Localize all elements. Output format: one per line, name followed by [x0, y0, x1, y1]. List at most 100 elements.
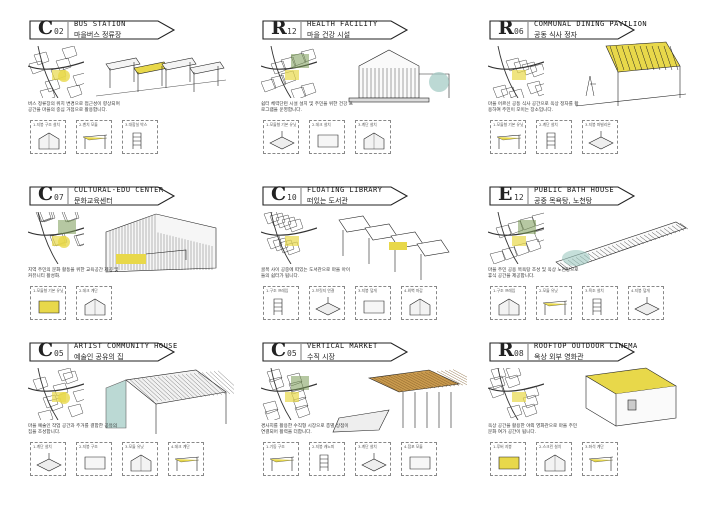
panel-description: 마을 예술인 작업 공간과 주거를 결합한 공유의 집을 조성합니다.: [28, 424, 118, 436]
panel-title-korean: 마을버스 정류장: [74, 31, 122, 39]
building-perspective-sketch: [546, 358, 694, 438]
panel-title-korean: 예술인 공유의 집: [74, 353, 124, 361]
panel-description: 경사지를 활용한 수직형 시장으로 층별 상점이 연결되어 활력을 더합니다.: [261, 424, 349, 436]
thumbnail-label: 1.모듈형 기본 유닛: [266, 122, 297, 127]
module-thumbnail: 2.계단 설치: [536, 120, 572, 154]
module-thumbnail: 3.대합실 박스: [122, 120, 158, 154]
module-thumbnail: 2.데크 설치: [309, 120, 345, 154]
project-code-number: 02: [54, 27, 64, 36]
module-thumbnail: 3.계단 설치: [355, 120, 391, 154]
module-thumbnail: 4.데크 계단: [168, 442, 204, 476]
module-thumbnail: 2.모듈 유닛: [536, 286, 572, 320]
building-perspective-sketch: [546, 36, 694, 116]
project-code-letter: R: [498, 339, 514, 361]
project-code-letter: R: [498, 17, 514, 39]
module-thumbnail: 3.지붕 파빌리온: [582, 120, 618, 154]
project-code-number: 12: [287, 27, 297, 36]
panel-title-korean: 문화교육센터: [74, 197, 113, 205]
panel-description: 쉼터 체력단련 시설 설치 및 주민을 위한 건강 프로그램을 운영합니다.: [261, 102, 353, 114]
module-thumbnail: 1.기둥 구조: [263, 442, 299, 476]
panel-title-english: ROOFTOP OUTDOOR CINEMA: [534, 342, 638, 350]
project-code-letter: C: [38, 339, 54, 361]
panel-description: 옥상 공간을 활용한 야외 영화관으로 마을 주민 문화 여가 공간이 됩니다.: [488, 424, 578, 436]
project-code-number: 05: [54, 349, 64, 358]
module-thumbnail-row: 1.모듈형 기본 유닛 2.데크 계단: [30, 286, 230, 322]
project-code-number: 06: [514, 27, 524, 36]
site-map-sketch: [488, 46, 544, 98]
module-thumbnail-row: 1.모듈형 기본 유닛 2.계단 설치 3.지붕 파빌리온: [490, 120, 690, 156]
module-thumbnail: 2.브릿지 연결: [309, 286, 345, 320]
thumbnail-label: 1.모듈형 기본 유닛: [33, 288, 64, 293]
thumbnail-label: 1.계단 설치: [33, 444, 52, 449]
thumbnail-label: 1.구조 프레임: [266, 288, 289, 293]
panel-title-korean: 공중 목욕탕, 노천탕: [534, 197, 593, 205]
module-thumbnail: 2.지붕 구조: [76, 442, 112, 476]
building-perspective-sketch: [86, 358, 243, 438]
thumbnail-label: 2.계단 설치: [539, 122, 558, 127]
module-thumbnail: 1.지붕 구조 설치: [30, 120, 66, 154]
panel-title-korean: 마을 건강 시설: [307, 31, 351, 39]
thumbnail-label: 2.모듈 유닛: [539, 288, 558, 293]
site-map-sketch: [488, 212, 544, 264]
panel-title-korean: 옥상 외부 영화관: [534, 353, 584, 361]
module-thumbnail: 4.점포 모듈: [401, 442, 437, 476]
project-code-letter: C: [38, 17, 54, 39]
thumbnail-label: 1.기둥 구조: [266, 444, 285, 449]
module-thumbnail: 4.지붕 덮개: [628, 286, 664, 320]
project-code-letter: E: [498, 183, 513, 205]
project-code-letter: R: [271, 17, 287, 39]
building-perspective-sketch: [319, 202, 467, 282]
module-thumbnail: 4.외벽 마감: [401, 286, 437, 320]
panel-title-english: VERTICAL MARKET: [307, 342, 378, 350]
panel-title-korean: 공동 식사 정자: [534, 31, 578, 39]
thumbnail-label: 1.지붕 구조 설치: [33, 122, 60, 127]
module-thumbnail: 3.계단 설치: [355, 442, 391, 476]
panel-description: 지역 주민의 문화 활동을 위한 교육공간 제공 및 커뮤니티 활성화.: [28, 268, 119, 280]
site-map-sketch: [261, 368, 317, 420]
thumbnail-label: 3.계단 설치: [358, 444, 377, 449]
project-code-letter: C: [271, 339, 287, 361]
panel-description: 마을 어르신 공동 식사 공간으로 옥상 정자를 활용하여 주민이 모이는 장소…: [488, 102, 579, 114]
project-code-number: 10: [287, 193, 297, 202]
panel-title-english: CULTURAL-EDU CENTER: [74, 186, 164, 194]
module-thumbnail: 2.스크린 설치: [536, 442, 572, 476]
thumbnail-label: 3.욕조 설치: [585, 288, 604, 293]
panel-title-english: BUS STATION: [74, 20, 126, 28]
building-perspective-sketch: [86, 202, 234, 282]
thumbnail-label: 3.계단 설치: [358, 122, 377, 127]
thumbnail-label: 3.좌석 계단: [585, 444, 604, 449]
site-map-sketch: [261, 46, 317, 98]
panel-description: 골목 사이 공중에 떠있는 도서관으로 마을 아이들의 쉼터가 됩니다.: [261, 268, 351, 280]
module-thumbnail-row: 1.지붕 구조 설치 2.벤치 모듈 3.대합실 박스: [30, 120, 230, 156]
project-code-number: 08: [514, 349, 524, 358]
thumbnail-label: 2.데크 설치: [312, 122, 331, 127]
panel-description: 버스 정류장의 위치 변경으로 접근성이 향상되며 공간을 마을의 중심 거점으…: [28, 102, 120, 114]
thumbnail-label: 1.모듈형 기본 유닛: [493, 122, 524, 127]
module-thumbnail: 2.데크 계단: [76, 286, 112, 320]
module-thumbnail: 1.모듈형 기본 유닛: [490, 120, 526, 154]
building-perspective-sketch: [319, 36, 467, 116]
thumbnail-label: 2.벤치 모듈: [79, 122, 98, 127]
module-thumbnail: 2.벤치 모듈: [76, 120, 112, 154]
module-thumbnail: 1.루버 지붕: [490, 442, 526, 476]
panel-title-korean: 떠있는 도서관: [307, 197, 348, 205]
thumbnail-label: 4.점포 모듈: [404, 444, 423, 449]
site-map-sketch: [28, 212, 84, 264]
thumbnail-label: 2.브릿지 연결: [312, 288, 335, 293]
thumbnail-label: 4.데크 계단: [171, 444, 190, 449]
